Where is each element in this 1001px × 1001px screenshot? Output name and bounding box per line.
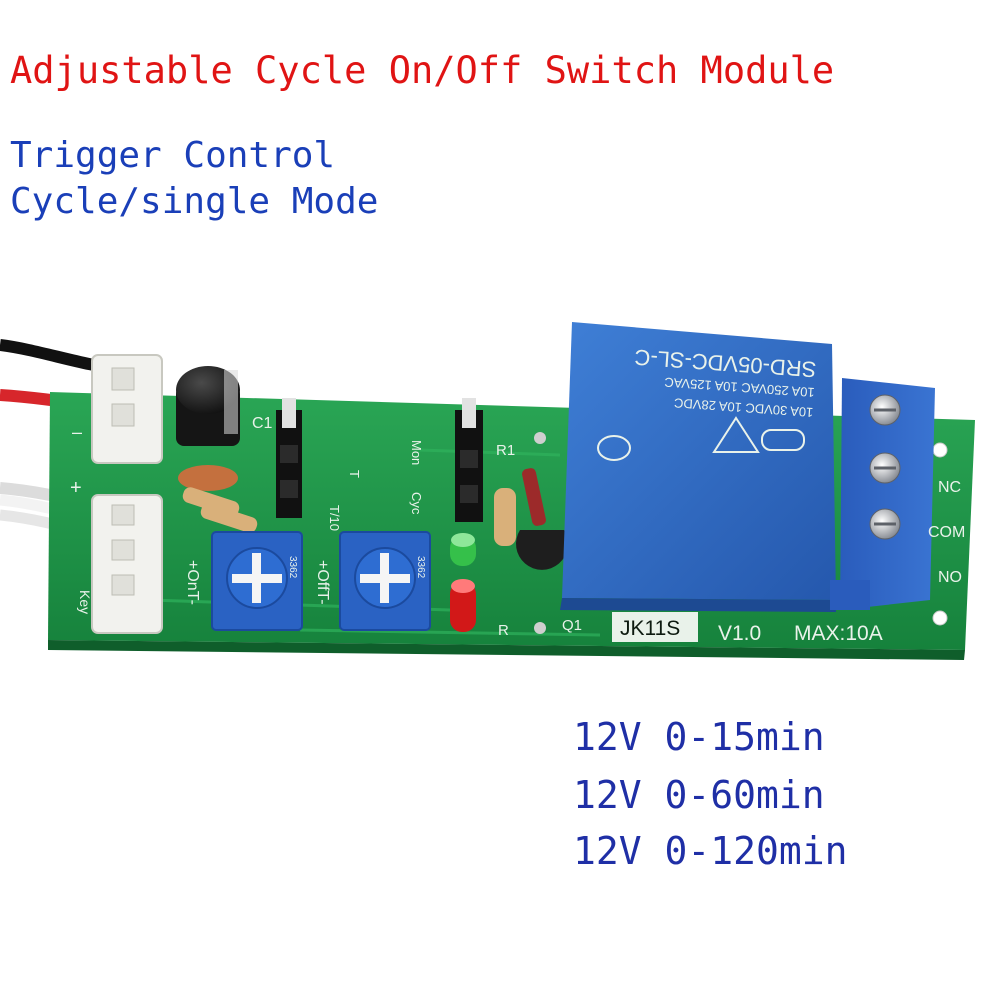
jumper-timing <box>276 398 302 518</box>
transistor <box>516 530 569 570</box>
svg-text:3362: 3362 <box>287 556 298 579</box>
ceramic-capacitor <box>178 465 238 491</box>
model-label-box <box>612 612 698 642</box>
spec-60min: 12V 0-60min <box>573 773 825 817</box>
spec-15min: 12V 0-15min <box>573 715 825 759</box>
terminal-no-label: NO <box>938 569 962 586</box>
relay: SRD-05VDC-SL-C 10A 250VAC 10A 125VAC 10A… <box>560 322 836 612</box>
power-connector <box>91 354 163 464</box>
label-t: T <box>347 470 362 478</box>
svg-text:3362: 3362 <box>415 556 426 579</box>
label-r1: R1 <box>496 442 515 459</box>
label-ont: +OnT- <box>184 560 201 605</box>
label-r: R <box>498 622 509 639</box>
label-offt: +OffT- <box>314 560 331 605</box>
resistor-right <box>494 488 516 546</box>
svg-text:+: + <box>70 477 82 499</box>
max-rating-label: MAX:10A <box>794 622 883 645</box>
key-label: Key <box>77 590 93 614</box>
red-led <box>450 579 476 632</box>
ont-potentiometer: 3362 <box>211 531 303 631</box>
feature-cycle-mode: Cycle/single Mode <box>10 181 379 222</box>
label-mon: Mon <box>409 440 424 465</box>
version-label: V1.0 <box>718 622 761 645</box>
terminal-com-label: COM <box>928 524 965 541</box>
jumper-mode <box>455 398 483 522</box>
label-q1: Q1 <box>562 617 582 634</box>
terminal-nc-label: NC <box>938 479 961 496</box>
key-connector <box>91 494 163 634</box>
feature-trigger-control: Trigger Control <box>10 135 336 176</box>
model-label: JK11S <box>620 617 680 640</box>
product-title: Adjustable Cycle On/Off Switch Module <box>10 49 835 92</box>
screw-terminal-block <box>830 378 935 610</box>
diode <box>522 468 546 526</box>
label-cyc: Cyc <box>409 492 424 515</box>
label-t10: T/10 <box>327 505 342 531</box>
label-c1: C1 <box>252 415 273 432</box>
offt-potentiometer: 3362 <box>339 531 431 631</box>
spec-120min: 12V 0-120min <box>573 829 848 873</box>
svg-text:–: – <box>72 422 82 442</box>
resistor-left <box>182 487 258 533</box>
green-led <box>450 533 476 566</box>
electrolytic-capacitor <box>176 366 240 446</box>
